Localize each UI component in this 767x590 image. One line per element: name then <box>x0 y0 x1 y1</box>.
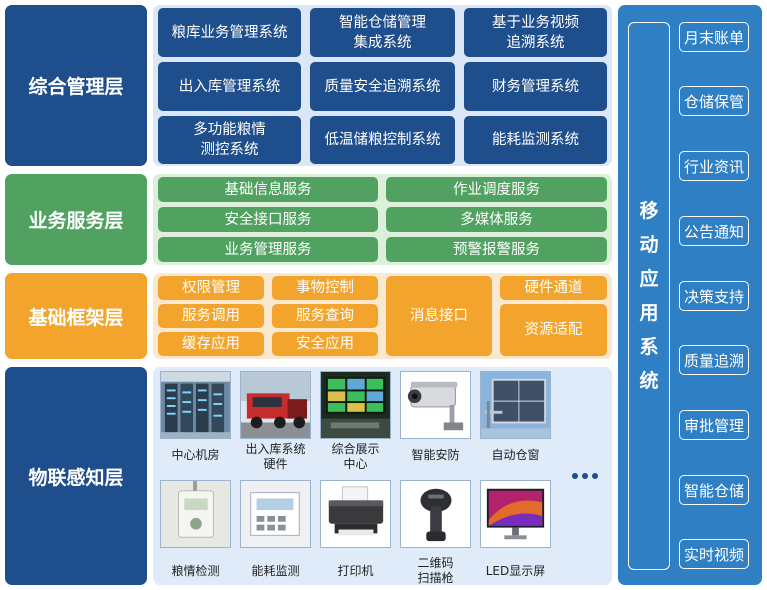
device-label-led-display: LED显示屏 <box>485 564 546 578</box>
system-finance: 财务管理系统 <box>464 62 607 111</box>
system-energy-monitor: 能耗监测系统 <box>464 116 607 164</box>
layer-label-management: 综合管理层 <box>5 5 147 166</box>
device-label-auto-window: 自动仓窗 <box>491 448 540 462</box>
mobile-item-storage-keeping: 仓储保管 <box>679 86 749 116</box>
layer-label-framework: 基础框架层 <box>5 273 147 359</box>
device-image-led-display <box>480 480 551 548</box>
device-image-security-camera <box>400 371 471 439</box>
service-basic-info: 基础信息服务 <box>158 177 378 202</box>
mobile-app-title: 移 动 应 用 系 统 <box>628 22 670 570</box>
system-smart-storage: 智能仓储管理 集成系统 <box>310 8 455 57</box>
mobile-item-live-video: 实时视频 <box>679 539 749 569</box>
device-label-barcode-scanner: 二维码 扫描枪 <box>417 556 454 585</box>
device-image-printer <box>320 480 391 548</box>
device-image-display-center <box>320 371 391 439</box>
device-image-auto-window <box>480 371 551 439</box>
module-service-query: 服务查询 <box>272 304 378 328</box>
mobile-item-monthly-bill: 月末账单 <box>679 22 749 52</box>
mobile-item-approval: 审批管理 <box>679 410 749 440</box>
mobile-item-quality-trace: 质量追溯 <box>679 345 749 375</box>
service-warning-alarm: 预警报警服务 <box>386 237 607 262</box>
system-video-trace: 基于业务视频 追溯系统 <box>464 8 607 57</box>
device-label-display-center: 综合展示 中心 <box>331 442 380 471</box>
device-image-energy-meter <box>240 480 311 548</box>
device-label-data-center: 中心机房 <box>171 448 220 462</box>
module-permission: 权限管理 <box>158 276 264 300</box>
more-dot <box>572 473 578 479</box>
service-business-management: 业务管理服务 <box>158 237 378 262</box>
device-label-printer: 打印机 <box>337 564 374 578</box>
mobile-item-announcement: 公告通知 <box>679 216 749 246</box>
system-low-temp-storage: 低温储粮控制系统 <box>310 116 455 164</box>
service-job-dispatch: 作业调度服务 <box>386 177 607 202</box>
device-image-barcode-scanner <box>400 480 471 548</box>
module-hardware-channel: 硬件通道 <box>500 276 607 300</box>
system-quality-safety-trace: 质量安全追溯系统 <box>310 62 455 111</box>
system-grain-condition: 多功能粮情 测控系统 <box>158 116 301 164</box>
layer-label-business: 业务服务层 <box>5 174 147 265</box>
device-image-data-center <box>160 371 231 439</box>
module-message-interface: 消息接口 <box>386 276 492 356</box>
module-transaction: 事物控制 <box>272 276 378 300</box>
device-label-energy-meter: 能耗监测 <box>251 564 300 578</box>
device-image-grain-sensor <box>160 480 231 548</box>
mobile-item-decision-support: 决策支持 <box>679 281 749 311</box>
module-service-call: 服务调用 <box>158 304 264 328</box>
layer-label-iot: 物联感知层 <box>5 367 147 585</box>
mobile-item-industry-news: 行业资讯 <box>679 151 749 181</box>
device-label-grain-sensor: 粮情检测 <box>171 564 220 578</box>
service-security-interface: 安全接口服务 <box>158 207 378 232</box>
system-in-out-warehouse: 出入库管理系统 <box>158 62 301 111</box>
device-label-smart-security: 智能安防 <box>411 448 460 462</box>
more-dot <box>582 473 588 479</box>
device-image-truck <box>240 371 311 439</box>
module-security-app: 安全应用 <box>272 332 378 356</box>
service-multimedia: 多媒体服务 <box>386 207 607 232</box>
more-dot <box>592 473 598 479</box>
mobile-item-smart-storage: 智能仓储 <box>679 475 749 505</box>
module-cache: 缓存应用 <box>158 332 264 356</box>
module-resource-adapter: 资源适配 <box>500 304 607 356</box>
device-label-in-out-hardware: 出入库系统 硬件 <box>245 442 306 471</box>
system-grain-depot-business: 粮库业务管理系统 <box>158 8 301 57</box>
